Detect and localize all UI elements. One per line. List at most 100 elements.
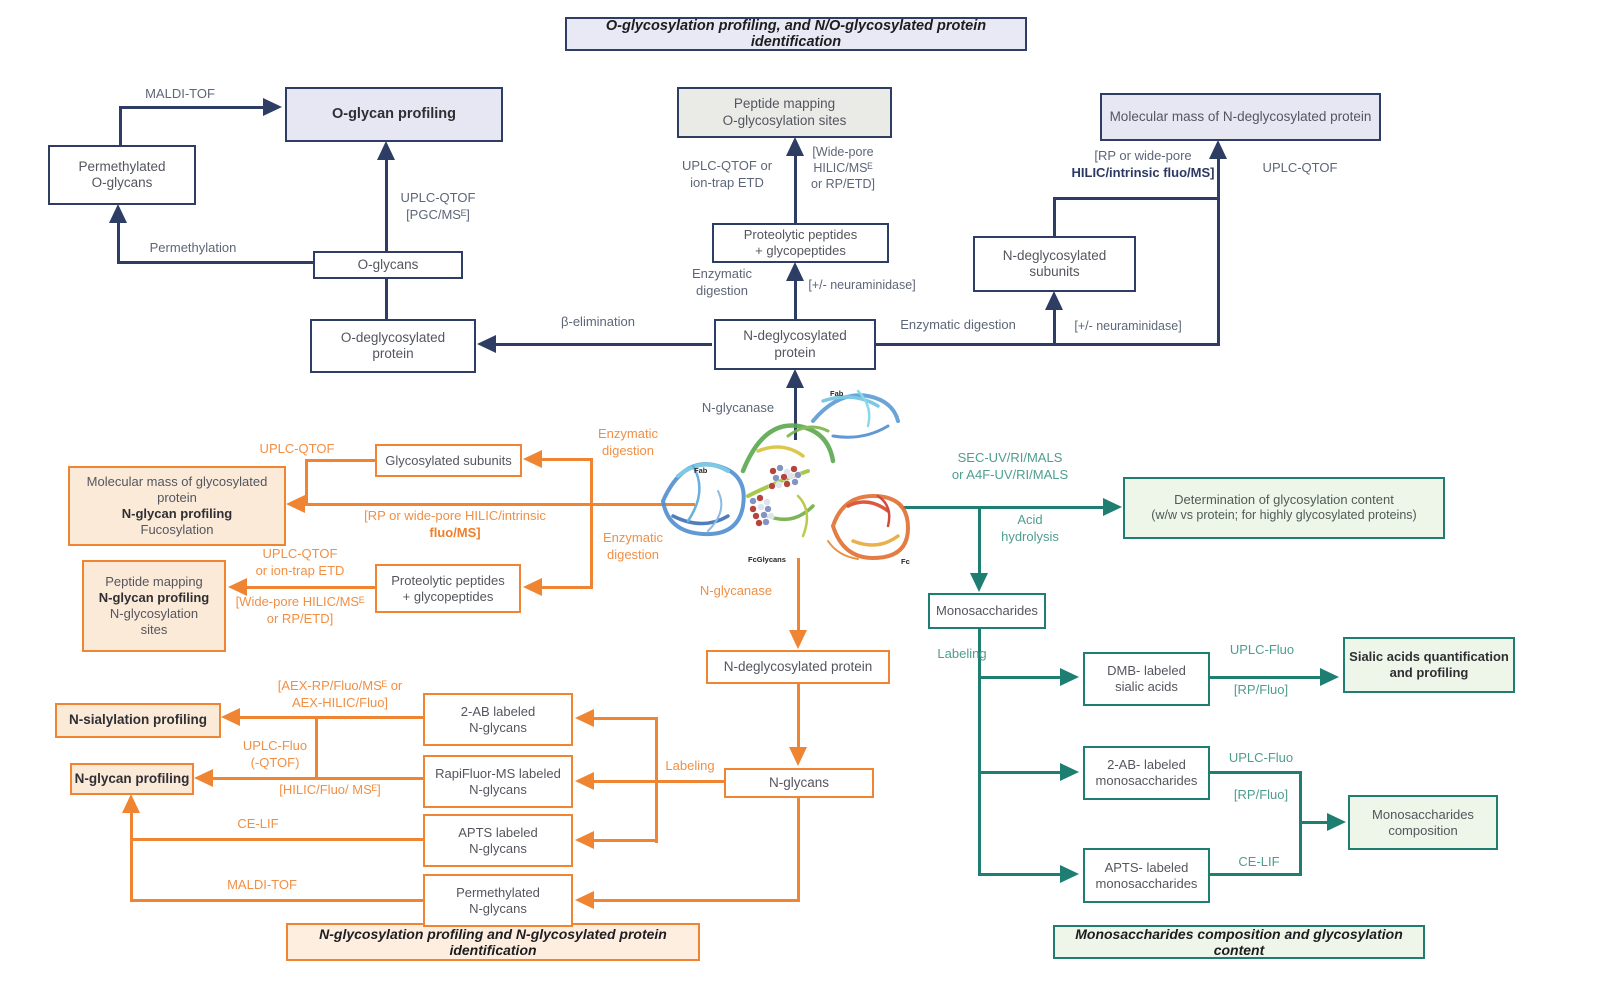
box-o-glycans: O-glycans [313,251,463,279]
label-line: digestion [606,546,660,562]
protein-label-fc: Fc [901,557,910,566]
connector-line [594,780,657,783]
label-line: Enzymatic [692,266,752,281]
connector-line [978,771,1060,774]
label-text: Fab [830,389,844,398]
edge-label-enzymatic-digestion-right: Enzymatic digestion [900,317,1016,334]
connector-line [590,458,593,589]
edge-label-wide-pore-hilic: [Wide-pore HILIC/MSᴱ or RP/ETD] [811,144,875,192]
box-determination-glycosylation-content: Determination of glycosylation content (… [1123,477,1445,539]
connector-line [797,558,800,632]
connector-line [1053,309,1056,346]
arrow-head [1060,763,1079,781]
arrow-head [221,708,240,726]
box-label-line: Monosaccharides [1372,806,1474,822]
connector-line [305,459,308,506]
edge-label-ce-lif-teal: CE-LIF [1238,854,1279,871]
label-line: or A4F-UV/RI/MALS [951,466,1069,482]
box-label-line: N-glycans [469,900,527,916]
arrow-head [1103,498,1122,516]
edge-label-enzymatic-digestion-top: Enzymatic digestion [598,426,658,459]
connector-line [494,343,712,346]
label-line: [RP or wide-pore [1094,148,1192,163]
label-line: or ion-trap ETD [255,562,345,578]
label-line: N-glycanase [699,583,773,598]
connector-line [305,459,375,462]
label-line: UPLC-QTOF [1262,160,1338,175]
edge-label-uplc-qtof-iontrap: UPLC-QTOF or ion-trap ETD [682,158,772,191]
box-molecular-mass-glycosylated: Molecular mass of glycosylated protein N… [68,466,286,546]
connector-line [130,838,423,841]
connector-line [1053,197,1056,237]
title-text: Monosaccharides composition and glycosyl… [1075,926,1403,958]
box-label-line: protein [372,346,414,361]
label-line: UPLC-QTOF [262,546,338,561]
label-text: FcGlycans [748,555,786,564]
box-o-glycan-profiling: O-glycan profiling [285,87,503,142]
label-line: hydrolysis [1001,528,1059,544]
connector-line [542,586,592,589]
box-label-line: Sialic acids quantification [1349,649,1509,665]
box-label-line: composition [1388,822,1458,838]
box-label-line: (w/w vs protein; for highly glycosylated… [1151,508,1417,523]
box-label: O-glycan profiling [331,105,457,122]
box-label-line: RapiFluor-MS labeled [435,765,561,781]
antibody-structure-image [648,376,918,574]
arrow-head [575,891,594,909]
connector-line [213,777,423,780]
label-line: HILIC/intrinsic fluo/MS] [1071,164,1215,180]
edge-label-permethylation: Permethylation [150,240,237,257]
connector-line [1210,873,1302,876]
box-label-line: and profiling [1389,665,1469,680]
connector-line [385,278,388,319]
box-label-line: Molecular mass of glycosylated [86,474,268,490]
box-label-line: 2-AB labeled [460,703,536,719]
edge-label-maldi-tof: MALDI-TOF [145,86,215,103]
box-label-line: subunits [1029,264,1080,279]
label-line: [Wide-pore [812,145,874,159]
connector-line [978,676,1060,679]
connector-line [594,717,657,720]
box-n-sialylation-profiling: N-sialylation profiling [55,703,221,738]
box-label: Molecular mass of N-deglycosylated prote… [1109,108,1372,124]
arrow-head [786,262,804,281]
connector-line [117,223,120,264]
box-n-deglycosylated-protein-orange: N-deglycosylated protein [706,650,890,684]
edge-label-maldi-tof-orange: MALDI-TOF [227,877,297,894]
box-permethylated-o-glycans: Permethylated O-glycans [48,145,196,205]
edge-label-n-glycanase-navy: N-glycanase [702,400,774,417]
box-label-line: 2-AB- labeled [1107,757,1186,773]
box-label-line: N-deglycosylated [1002,247,1107,263]
label-line: [+/- neuraminidase] [1074,319,1182,333]
label-line: Labeling [937,646,987,661]
arrow-head [1320,668,1339,686]
connector-line [655,780,725,783]
protein-label-fc-glycans: FcGlycans [748,555,786,564]
box-label-line: N-deglycosylated [743,328,847,344]
box-label-line: APTS labeled [458,824,538,840]
box-proteolytic-peptides-navy: Proteolytic peptides + glycopeptides [712,223,889,263]
edge-label-uplc-qtof-right: UPLC-QTOF [1263,160,1338,177]
box-label-line: N-glycan profiling [121,506,233,521]
edge-label-aex: [AEX-RP/Fluo/MSᴱ or AEX-HILIC/Fluo] [278,678,403,711]
connector-line [1299,821,1327,824]
box-2ab-labeled-monosaccharides: 2-AB- labeled monosaccharides [1083,746,1210,800]
edge-label-enzymatic-digestion: Enzymatic digestion [692,266,752,299]
box-label-line: N-glycan profiling [98,590,210,606]
box-label: Glycosylated subunits [385,452,512,468]
label-line: Enzymatic [603,530,663,545]
label-line: UPLC-Fluo [1229,642,1295,657]
title-text: O-glycosylation profiling, and N/O-glyco… [605,18,987,50]
arrow-head [286,495,305,513]
label-line: HILIC/MSᴱ [813,161,873,175]
edge-label-enzymatic-digestion-mid: Enzymatic digestion [603,530,663,563]
label-line: or RP/ETD] [811,177,875,191]
label-text: Fab [694,466,708,475]
edge-label-uplc-qtof-iontrap-orange: UPLC-QTOF or ion-trap ETD [256,546,345,579]
box-label-line: N-glycans [469,719,527,735]
label-line: [AEX-RP/Fluo/MSᴱ or [277,678,403,693]
edge-label-rp-fluo-sialic: [RP/Fluo] [1234,682,1288,699]
box-label-line: protein [774,344,816,360]
edge-label-uplc-fluo-sialic: UPLC-Fluo [1230,642,1294,659]
title-n-glycosylation: N-glycosylation profiling and N-glycosyl… [286,923,700,961]
